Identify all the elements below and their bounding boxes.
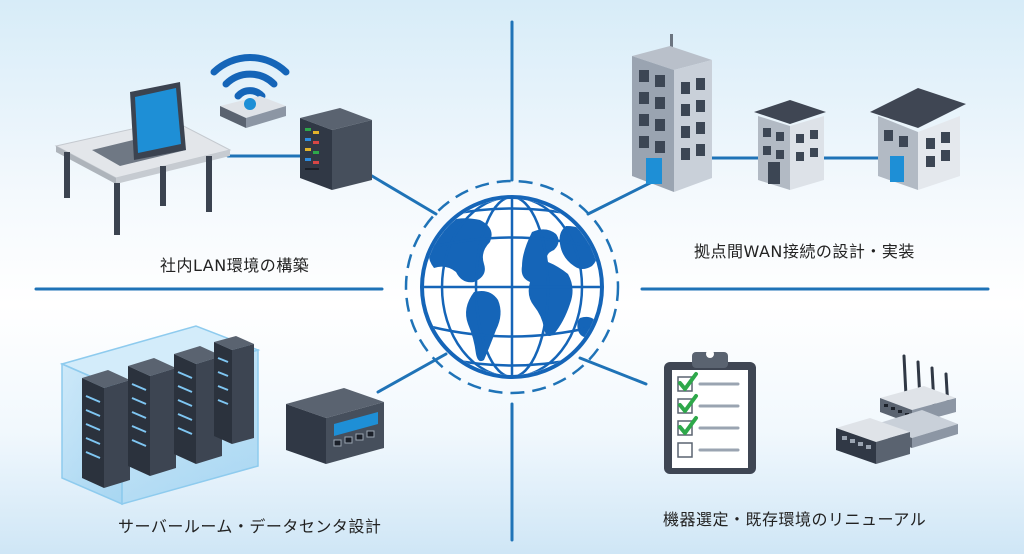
- caption-equipment-renewal: 機器選定・既存環境のリニューアル: [663, 510, 927, 529]
- checklist-clipboard-icon: [664, 350, 756, 474]
- caption-internal-lan: 社内LAN環境の構築: [160, 256, 310, 275]
- divider-lines: [34, 20, 990, 542]
- network-switch-icon: [286, 388, 384, 464]
- globe-icon: [404, 179, 620, 395]
- office-tower-icon: [632, 34, 712, 192]
- caption-datacenter-design: サーバールーム・データセンタ設計: [118, 517, 382, 536]
- switch-device-icon: [836, 418, 910, 464]
- connector-globe-clipboard: [578, 356, 648, 386]
- laptop-icon: [92, 82, 186, 166]
- wifi-router-icon: [210, 54, 290, 128]
- server-rack-room-icon: [59, 325, 261, 506]
- caption-wan-connection: 拠点間WAN接続の設計・実装: [694, 242, 915, 261]
- branch-building-icon: [870, 88, 966, 190]
- connector-server-globe: [370, 174, 438, 216]
- office-building-icon: [754, 100, 826, 190]
- server-tower-icon: [300, 108, 372, 190]
- connector-lines: [226, 154, 882, 394]
